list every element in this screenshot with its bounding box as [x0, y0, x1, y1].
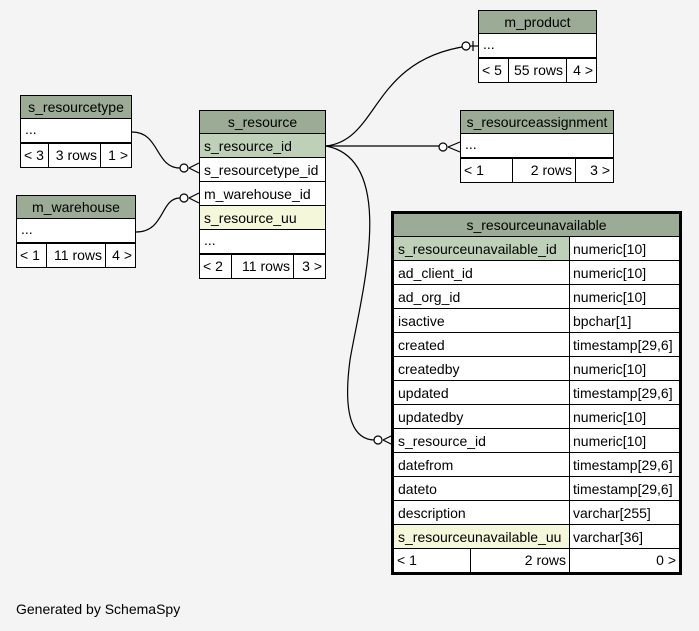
column-name: dateto: [394, 477, 570, 500]
column-type: varchar[36]: [573, 529, 644, 545]
edge-end-circle: [179, 193, 189, 203]
table-row: ...: [200, 230, 325, 254]
table-row: ...: [17, 219, 135, 243]
table-s-resourcetype[interactable]: s_resourcetype ... < 3 3 rows 1 >: [20, 95, 132, 168]
edge-end-circle: [461, 41, 471, 51]
table-footer: < 2 11 rows 3 >: [200, 255, 325, 278]
footer-children[interactable]: 4 >: [573, 62, 593, 78]
table-s-resourceassignment[interactable]: s_resourceassignment ... < 1 2 rows 3 >: [460, 110, 614, 183]
column-type: numeric[10]: [573, 265, 647, 281]
footer-children[interactable]: 3 >: [302, 258, 322, 274]
column-type: timestamp[29,6]: [573, 385, 673, 401]
column-name: ad_client_id: [394, 261, 570, 284]
table-row: ...: [21, 119, 131, 143]
column-m-warehouse-id: m_warehouse_id: [200, 182, 325, 206]
footer-rows: 11 rows: [232, 255, 294, 278]
footer-children[interactable]: 1 >: [108, 147, 128, 163]
table-m-warehouse[interactable]: m_warehouse ... < 1 11 rows 4 >: [16, 195, 136, 268]
edge-warehouse-resource: [135, 197, 181, 233]
table-footer: < 1 11 rows 4 >: [17, 244, 135, 267]
table-footer: < 1 2 rows 0 >: [394, 549, 679, 572]
table-footer: < 1 2 rows 3 >: [461, 159, 613, 182]
footer-children[interactable]: 4 >: [112, 247, 132, 263]
column-name: updated: [394, 381, 570, 404]
table-footer: < 3 3 rows 1 >: [21, 144, 131, 167]
table-title: m_product: [479, 11, 596, 34]
footer-parents[interactable]: < 5: [479, 59, 509, 82]
edge-resource-product: [325, 45, 469, 147]
footer-children[interactable]: 0 >: [656, 552, 676, 568]
footer-rows: 2 rows: [471, 549, 570, 572]
column-type: timestamp[29,6]: [573, 457, 673, 473]
column-type: bpchar[1]: [573, 313, 632, 329]
column-name: s_resourceunavailable_id: [394, 237, 570, 260]
table-row: ...: [479, 34, 596, 58]
table-s-resourceunavailable[interactable]: s_resourceunavailable s_resourceunavaila…: [391, 211, 682, 575]
table-title: s_resourceassignment: [461, 111, 613, 134]
column-name: createdby: [394, 357, 570, 380]
edge-resourcetype-resource: [131, 131, 181, 169]
footer-rows: 3 rows: [49, 144, 101, 167]
column-name: isactive: [394, 309, 570, 332]
table-title: m_warehouse: [17, 196, 135, 219]
column-name: datefrom: [394, 453, 570, 476]
column-name: description: [394, 501, 570, 524]
column-name: updatedby: [394, 405, 570, 428]
column-s-resourcetype-id: s_resourcetype_id: [200, 158, 325, 182]
edge-end-circle: [438, 142, 448, 152]
edge-resource-unavailable: [325, 145, 376, 441]
table-m-product[interactable]: m_product ... < 5 55 rows 4 >: [478, 10, 597, 83]
column-name: s_resource_id: [394, 429, 570, 452]
column-type: numeric[10]: [573, 241, 647, 257]
column-type: numeric[10]: [573, 433, 647, 449]
column-s-resource-id: s_resource_id: [200, 134, 325, 158]
footer-children[interactable]: 3 >: [590, 162, 610, 178]
table-title: s_resourcetype: [21, 96, 131, 119]
footer-parents[interactable]: < 1: [17, 244, 47, 267]
edge-end-circle: [179, 163, 189, 173]
column-name: s_resourceunavailable_uu: [394, 525, 570, 548]
footer-parents[interactable]: < 3: [21, 144, 49, 167]
column-type: numeric[10]: [573, 361, 647, 377]
column-type: numeric[10]: [573, 409, 647, 425]
table-title: s_resourceunavailable: [394, 214, 679, 237]
edge-end-circle: [373, 435, 383, 445]
footer-rows: 2 rows: [513, 159, 576, 182]
column-type: varchar[255]: [573, 505, 651, 521]
footer-rows: 11 rows: [47, 244, 106, 267]
column-name: created: [394, 333, 570, 356]
table-s-resource[interactable]: s_resource s_resource_id s_resourcetype_…: [199, 110, 326, 279]
column-type: numeric[10]: [573, 289, 647, 305]
column-type: timestamp[29,6]: [573, 481, 673, 497]
column-name: ad_org_id: [394, 285, 570, 308]
footer-parents[interactable]: < 1: [394, 549, 471, 572]
table-title: s_resource: [200, 111, 325, 134]
column-type: timestamp[29,6]: [573, 337, 673, 353]
generated-by-credit: Generated by SchemaSpy: [16, 601, 181, 617]
column-s-resource-uu: s_resource_uu: [200, 206, 325, 230]
table-footer: < 5 55 rows 4 >: [479, 59, 596, 82]
footer-rows: 55 rows: [509, 59, 567, 82]
table-row: ...: [461, 134, 613, 158]
footer-parents[interactable]: < 2: [200, 255, 232, 278]
footer-parents[interactable]: < 1: [461, 159, 513, 182]
